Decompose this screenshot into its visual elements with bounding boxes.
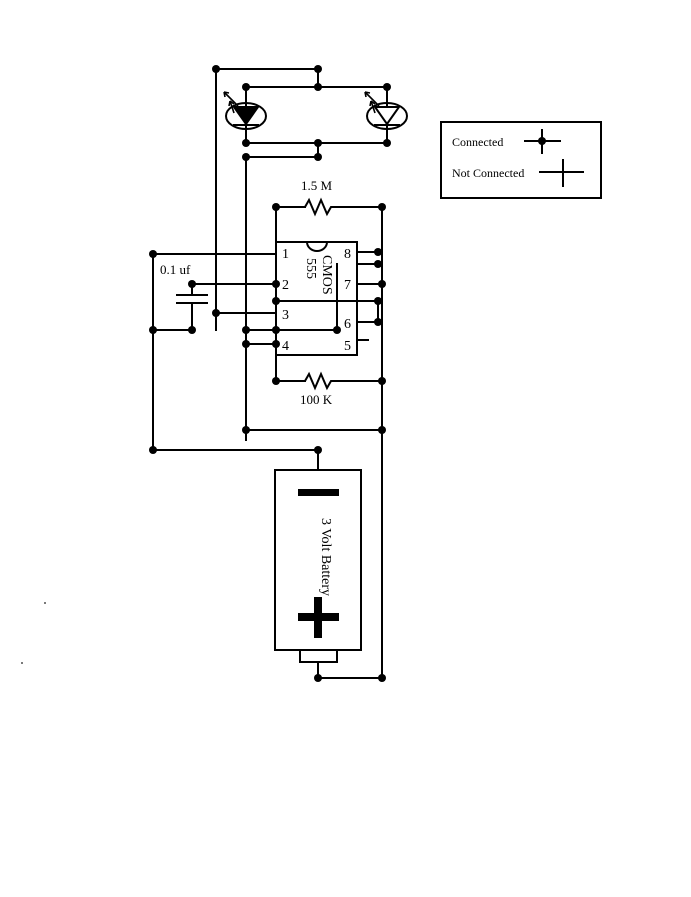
battery-plus-symbol-vertical — [314, 597, 322, 638]
resistor-100k-body — [304, 371, 335, 391]
junction-dot — [333, 326, 341, 334]
junction-dot — [212, 309, 220, 317]
ic-pin-3-label: 3 — [282, 308, 289, 323]
junction-dot — [378, 426, 386, 434]
legend-connected-icon — [524, 129, 561, 154]
battery-3v: 3 Volt Battery — [274, 469, 362, 663]
junction-dot — [374, 248, 382, 256]
junction-dot — [149, 250, 157, 258]
junction-dot — [188, 326, 196, 334]
led-right-arrow2-head — [369, 100, 376, 107]
junction-dot — [272, 203, 280, 211]
legend-not-connected-label: Not Connected — [452, 166, 524, 180]
junction-dot — [314, 153, 322, 161]
legend-connected-label: Connected — [452, 135, 503, 149]
led-right — [364, 91, 408, 130]
wire-network — [152, 68, 388, 679]
led-left-arrow2-head — [228, 100, 235, 107]
legend-box: Connected Not Connected — [440, 121, 602, 199]
junction-dot — [272, 326, 280, 334]
led-left-arrow1-head — [223, 91, 230, 98]
junction-dot — [314, 446, 322, 454]
junction-dot — [378, 203, 386, 211]
junction-dot — [378, 377, 386, 385]
ic-pin-7-label: 7 — [344, 278, 351, 293]
legend-not-connected-icon — [539, 159, 584, 187]
led-right-triangle — [373, 106, 401, 126]
junction-dot — [378, 674, 386, 682]
legend-connected-dot — [538, 137, 546, 145]
junction-dot — [374, 260, 382, 268]
junction-dot — [242, 83, 250, 91]
ic-notch-icon — [306, 241, 328, 252]
junction-dot — [383, 139, 391, 147]
junction-dots — [149, 65, 391, 682]
artifact-speck — [21, 662, 23, 664]
led-left — [223, 91, 267, 130]
ic-label-line1: CMOS — [319, 255, 334, 295]
junction-dot — [272, 377, 280, 385]
junction-dot — [242, 340, 250, 348]
junction-dot — [212, 65, 220, 73]
ic-pin-1-label: 1 — [282, 247, 289, 262]
junction-dot — [149, 446, 157, 454]
junction-dot — [242, 153, 250, 161]
junction-dot — [378, 280, 386, 288]
ic-pin-6-label: 6 — [344, 317, 351, 332]
junction-dot — [314, 65, 322, 73]
junction-dot — [383, 83, 391, 91]
battery-minus-symbol — [298, 489, 339, 496]
junction-dot — [188, 280, 196, 288]
junction-dot — [374, 297, 382, 305]
ic-pin-2-label: 2 — [282, 278, 289, 293]
legend-outline — [440, 121, 602, 199]
junction-dot — [272, 280, 280, 288]
led-right-arrow1-head — [364, 91, 371, 98]
led-right-envelope — [366, 102, 408, 130]
junction-dot — [242, 139, 250, 147]
junction-dot — [374, 318, 382, 326]
junction-dot — [272, 340, 280, 348]
led-left-envelope — [225, 102, 267, 130]
resistor-1p5m-label: 1.5 M — [301, 178, 333, 193]
led-left-triangle — [232, 106, 260, 126]
junction-dot — [242, 326, 250, 334]
junction-dot — [149, 326, 157, 334]
ic-pin-8-label: 8 — [344, 247, 351, 262]
ic-555: CMOS 555 1 2 3 4 5 6 7 8 — [275, 241, 358, 356]
ic-label-line2: 555 — [303, 258, 318, 279]
led-right-arrow2 — [370, 100, 376, 114]
ic-pin-5-label: 5 — [344, 339, 351, 354]
junction-dot — [242, 426, 250, 434]
led-right-arrow1 — [364, 91, 380, 107]
junction-dot — [272, 297, 280, 305]
junction-dot — [314, 83, 322, 91]
artifact-speck — [44, 602, 46, 604]
capacitor-0p1uf-label: 0.1 uf — [160, 262, 191, 277]
resistor-100k-label: 100 K — [300, 392, 333, 407]
led-left-arrow2 — [229, 100, 235, 114]
led-left-arrow1 — [223, 91, 239, 107]
junction-dot — [314, 139, 322, 147]
ic-pin-4-label: 4 — [282, 339, 289, 354]
junction-dot — [314, 674, 322, 682]
battery-label: 3 Volt Battery — [318, 518, 333, 596]
battery-terminal-tab — [299, 649, 338, 663]
resistor-1p5m-body — [304, 197, 335, 217]
